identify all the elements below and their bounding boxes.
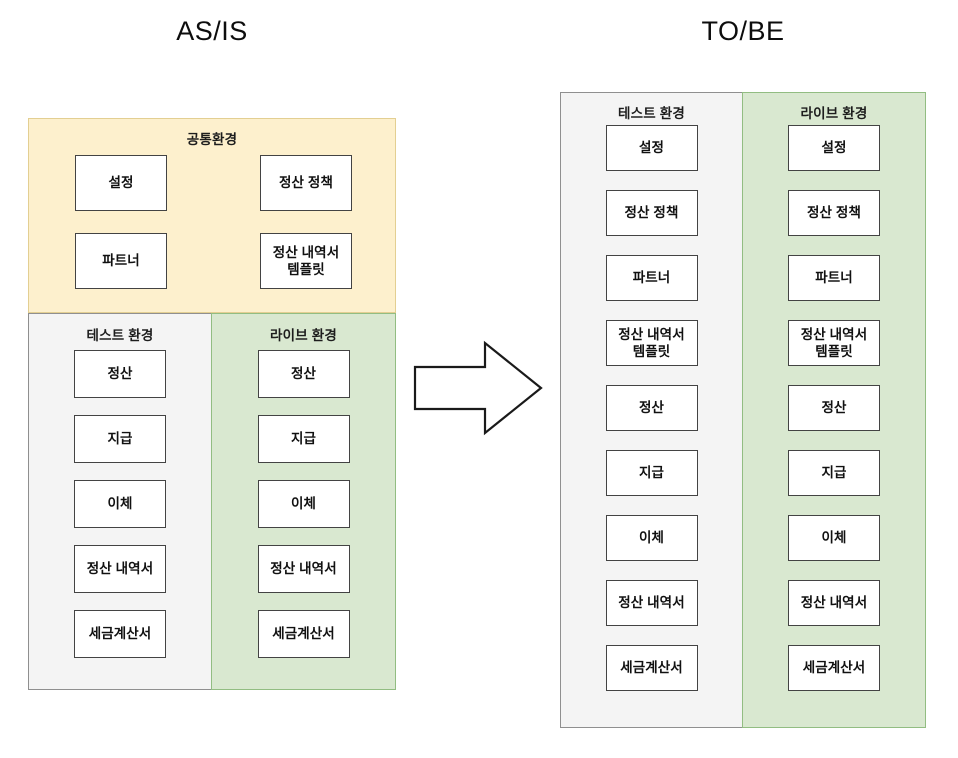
tobe-test-environment-label: 테스트 환경 xyxy=(617,106,686,121)
tobe-live-environment-label: 라이브 환경 xyxy=(800,106,868,121)
asis-common-environment-label: 공통환경 xyxy=(186,132,238,147)
node-settlement[interactable]: 정산 xyxy=(74,350,166,398)
tobe-title: TO/BE xyxy=(701,16,785,46)
asis-title: AS/IS xyxy=(176,16,248,46)
node-transfer[interactable]: 이체 xyxy=(74,480,166,528)
node-partner[interactable]: 파트너 xyxy=(75,233,167,289)
node-settlement-policy[interactable]: 정산 정책 xyxy=(605,190,698,236)
node-settlement[interactable]: 정산 xyxy=(605,385,698,431)
right-arrow-icon xyxy=(413,340,543,436)
asis-common-column-left: 설정 파트너 xyxy=(75,155,167,311)
node-settlement-statement-template[interactable]: 정산 내역서 템플릿 xyxy=(788,320,880,366)
node-seoljeong[interactable]: 설정 xyxy=(788,125,880,171)
asis-live-environment-label: 라이브 환경 xyxy=(269,328,338,343)
node-transfer[interactable]: 이체 xyxy=(257,480,350,528)
node-settlement-statement[interactable]: 정산 내역서 xyxy=(74,545,166,593)
node-settlement-statement[interactable]: 정산 내역서 xyxy=(788,580,880,626)
asis-test-environment-label: 테스트 환경 xyxy=(86,328,154,343)
node-tax-invoice[interactable]: 세금계산서 xyxy=(74,610,166,658)
node-payout[interactable]: 지급 xyxy=(74,415,166,463)
asis-common-node-grid: 설정 파트너 정산 정책 정산 내역서 템플릿 xyxy=(29,155,397,310)
node-partner[interactable]: 파트너 xyxy=(788,255,880,301)
asis-test-node-stack: 정산 지급 이체 정산 내역서 세금계산서 xyxy=(29,350,211,675)
node-settlement[interactable]: 정산 xyxy=(788,385,880,431)
tobe-test-node-stack: 설정 정산 정책 파트너 정산 내역서 템플릿 정산 지급 이체 정산 내역서 … xyxy=(561,125,742,710)
tobe-diagram: 테스트 환경 설정 정산 정책 파트너 정산 내역서 템플릿 정산 지급 이체 … xyxy=(560,92,926,728)
node-tax-invoice[interactable]: 세금계산서 xyxy=(788,645,880,691)
tobe-live-node-stack: 설정 정산 정책 파트너 정산 내역서 템플릿 정산 지급 이체 정산 내역서 … xyxy=(743,125,925,710)
asis-common-environment-panel: 공통환경 설정 파트너 정산 정책 정산 내역서 템플릿 xyxy=(28,118,396,313)
node-settlement-policy[interactable]: 정산 정책 xyxy=(260,155,352,211)
node-settlement-statement-template[interactable]: 정산 내역서 템플릿 xyxy=(605,320,698,366)
asis-common-column-right: 정산 정책 정산 내역서 템플릿 xyxy=(260,155,352,311)
tobe-live-environment-panel: 라이브 환경 설정 정산 정책 파트너 정산 내역서 템플릿 정산 지급 이체 … xyxy=(742,92,926,728)
asis-test-environment-panel: 테스트 환경 정산 지급 이체 정산 내역서 세금계산서 xyxy=(28,313,211,690)
asis-live-environment-panel: 라이브 환경 정산 지급 이체 정산 내역서 세금계산서 xyxy=(211,313,396,690)
asis-environments-row: 테스트 환경 정산 지급 이체 정산 내역서 세금계산서 라이브 환경 정산 지… xyxy=(28,313,396,690)
asis-diagram: 공통환경 설정 파트너 정산 정책 정산 내역서 템플릿 테스트 환경 정산 지… xyxy=(28,118,396,690)
node-settlement-statement[interactable]: 정산 내역서 xyxy=(605,580,698,626)
node-payout[interactable]: 지급 xyxy=(257,415,350,463)
node-seoljeong[interactable]: 설정 xyxy=(75,155,167,211)
node-tax-invoice[interactable]: 세금계산서 xyxy=(605,645,698,691)
asis-live-node-stack: 정산 지급 이체 정산 내역서 세금계산서 xyxy=(212,350,395,675)
node-partner[interactable]: 파트너 xyxy=(605,255,698,301)
tobe-test-environment-panel: 테스트 환경 설정 정산 정책 파트너 정산 내역서 템플릿 정산 지급 이체 … xyxy=(560,92,742,728)
node-payout[interactable]: 지급 xyxy=(788,450,880,496)
node-transfer[interactable]: 이체 xyxy=(788,515,880,561)
node-settlement-policy[interactable]: 정산 정책 xyxy=(788,190,880,236)
node-tax-invoice[interactable]: 세금계산서 xyxy=(257,610,350,658)
node-transfer[interactable]: 이체 xyxy=(605,515,698,561)
node-payout[interactable]: 지급 xyxy=(605,450,698,496)
node-settlement-statement[interactable]: 정산 내역서 xyxy=(257,545,350,593)
node-settlement-statement-template[interactable]: 정산 내역서 템플릿 xyxy=(260,233,352,289)
node-seoljeong[interactable]: 설정 xyxy=(605,125,698,171)
node-settlement[interactable]: 정산 xyxy=(257,350,350,398)
